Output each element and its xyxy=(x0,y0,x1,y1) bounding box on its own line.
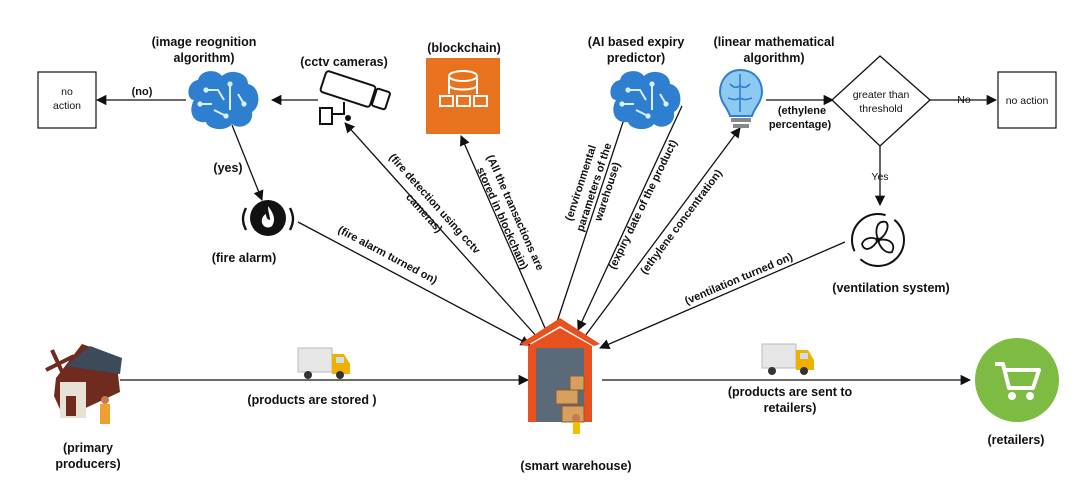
edge-label-yes-left: (yes) xyxy=(213,161,242,175)
edge-label-no-right: No xyxy=(957,94,971,106)
brain-circuit-icon xyxy=(188,71,259,130)
edge-ventilation xyxy=(599,241,846,350)
edge-label-ethylene-pct-line2: percentage) xyxy=(769,119,832,131)
edge-yes-left xyxy=(231,124,264,201)
cctv-label: (cctv cameras) xyxy=(300,55,388,69)
edge-label-products-stored: (products are stored ) xyxy=(247,393,376,407)
no-action-left-line2: action xyxy=(53,100,81,112)
decision-line1: greater than xyxy=(853,89,910,101)
farmhouse-icon xyxy=(45,344,122,424)
edge-label-no-left: (no) xyxy=(132,86,153,98)
image-recognition-line1: (image reognition xyxy=(152,35,257,49)
edge-ethylene-conc xyxy=(584,127,741,337)
edge-env-params xyxy=(554,109,630,329)
primary-producers-line1: (primary xyxy=(63,441,113,455)
ai-expiry-line1: (AI based expiry xyxy=(588,35,685,49)
fire-alarm-icon xyxy=(241,200,295,236)
edge-fire-alarm xyxy=(297,221,531,346)
fan-icon xyxy=(851,213,905,267)
no-action-left-line1: no xyxy=(61,86,73,98)
edge-fire-detection xyxy=(344,122,539,339)
brain-circuit-icon xyxy=(610,71,681,130)
image-recognition-line2: algorithm) xyxy=(173,51,234,65)
cctv-camera-icon xyxy=(319,70,391,125)
no-action-right-label: no action xyxy=(1006,95,1049,107)
edge-label-expiry-date: (expiry date of the product) xyxy=(607,138,680,272)
no-action-right-box: no action xyxy=(997,71,1057,129)
smart-warehouse-label: (smart warehouse) xyxy=(520,459,631,473)
edge-label-ethylene-pct-line1: (ethylene xyxy=(778,105,826,117)
no-action-left-box: no action xyxy=(37,71,97,129)
edge-label-fire-alarm-on: (fire alarm turned on) xyxy=(336,224,440,287)
ventilation-label: (ventilation system) xyxy=(832,281,949,295)
edge-label-products-sent-line1: (products are sent to xyxy=(728,385,853,399)
linear-math-line2: algorithm) xyxy=(743,51,804,65)
edge-label-products-sent-line2: retailers) xyxy=(764,401,817,415)
decision-line2: threshold xyxy=(859,103,902,115)
edge-expiry-date xyxy=(577,105,683,331)
blockchain-label: (blockchain) xyxy=(427,41,501,55)
lightbulb-brain-icon xyxy=(718,68,764,128)
primary-producers-line2: producers) xyxy=(55,457,120,471)
decision-diamond: greater than threshold xyxy=(831,55,931,147)
fire-alarm-label: (fire alarm) xyxy=(212,251,277,265)
edge-label-ventilation-on: (ventilation turned on) xyxy=(683,251,795,308)
connectors xyxy=(95,94,998,386)
edge-transactions xyxy=(459,135,546,329)
edge-label-fire-detection-line1: (fire detection using cctv xyxy=(386,152,483,257)
ai-expiry-line2: predictor) xyxy=(607,51,665,65)
retailers-label: (retailers) xyxy=(988,433,1045,447)
shopping-cart-icon xyxy=(975,338,1059,422)
linear-math-line1: (linear mathematical xyxy=(714,35,835,49)
edge-label-yes-right: Yes xyxy=(871,171,888,183)
warehouse-icon xyxy=(520,318,600,434)
blockchain-database-icon xyxy=(426,58,500,134)
truck-icon xyxy=(297,347,350,379)
truck-icon xyxy=(761,343,814,375)
